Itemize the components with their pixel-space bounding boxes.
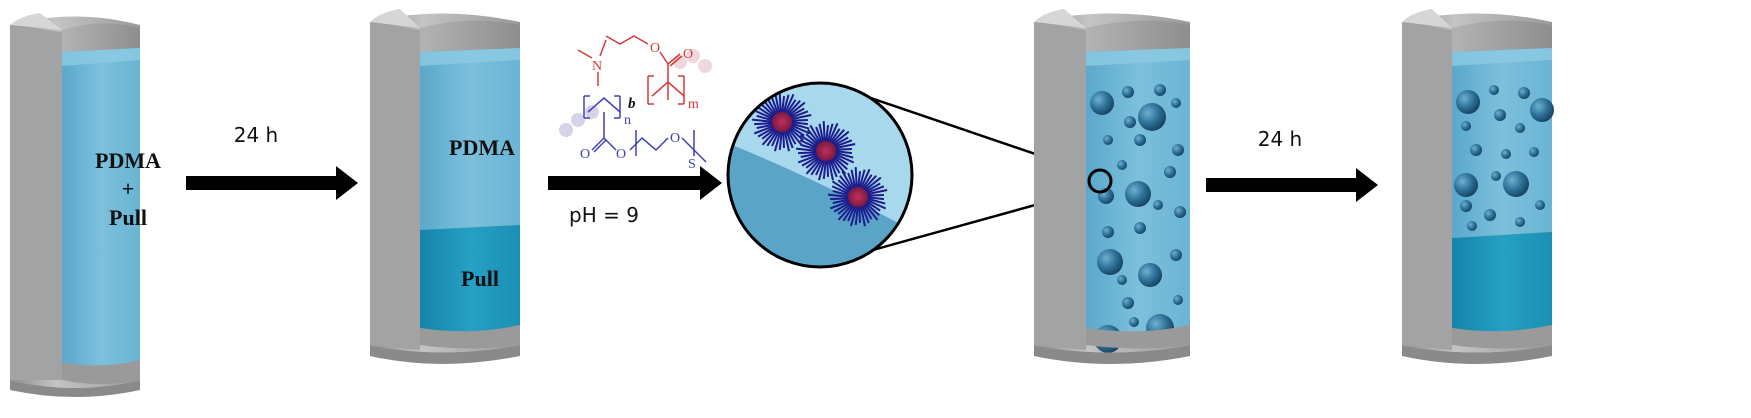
droplet (1134, 134, 1146, 146)
droplet (1461, 121, 1471, 131)
droplet (1102, 226, 1114, 238)
liquid-pdma (420, 48, 520, 230)
droplet (1153, 200, 1163, 210)
subscript-s: S (688, 157, 696, 172)
micelles (751, 92, 888, 227)
droplet (1529, 147, 1539, 157)
label-plus: + (122, 176, 135, 201)
droplet (1501, 149, 1511, 159)
cylinder-4 (1402, 9, 1554, 364)
droplet (1530, 98, 1554, 122)
droplet (1138, 263, 1162, 287)
droplet (1125, 181, 1151, 207)
label-pdma-1: PDMA (95, 148, 161, 173)
droplet (1134, 222, 1146, 234)
droplet (1484, 209, 1496, 221)
droplet (1090, 91, 1114, 115)
label-pdma-2: PDMA (449, 135, 515, 160)
oxygen-carbonyl-bottom: O (580, 147, 590, 162)
nitrogen: N (592, 59, 602, 74)
label-pull-2: Pull (461, 266, 499, 291)
droplet (1491, 171, 1501, 181)
magnify-marker (1087, 168, 1113, 194)
droplet (1489, 85, 1499, 95)
droplet (1173, 295, 1183, 305)
droplet (1515, 217, 1525, 227)
block-copolymer-structure: n b O O O S m O O N (559, 35, 712, 172)
liquid-lower (1452, 232, 1552, 332)
droplet (1164, 166, 1176, 178)
cylinder-3 (1034, 9, 1190, 364)
micelle (795, 121, 856, 181)
droplet (1124, 116, 1136, 128)
droplet (1515, 123, 1525, 133)
subscript-n: n (624, 113, 631, 128)
droplet (1117, 160, 1127, 170)
droplet (1174, 206, 1186, 218)
zoom-circle (726, 81, 1101, 269)
arrow-2-label: pH = 9 (569, 203, 639, 227)
droplet (1171, 98, 1181, 108)
droplet (1456, 90, 1480, 114)
droplet (1154, 84, 1166, 96)
droplet (1460, 200, 1472, 212)
arrow-1: 24 h (186, 123, 358, 200)
droplet (1103, 135, 1113, 145)
droplets-upper (1454, 85, 1554, 231)
arrow-1-label: 24 h (234, 123, 278, 147)
droplet (1454, 173, 1478, 197)
micelle (751, 92, 812, 152)
droplet (1170, 249, 1182, 261)
droplet (1097, 249, 1123, 275)
label-pull-1: Pull (109, 205, 147, 230)
liquid-mixed (62, 48, 140, 366)
oxygen-ester: O (616, 147, 626, 162)
droplet (1129, 317, 1139, 327)
subscript-m: m (688, 97, 699, 112)
droplet (1494, 109, 1506, 121)
arrow-3: 24 h (1206, 127, 1378, 202)
droplet (1467, 221, 1477, 231)
block-marker: b (628, 96, 636, 112)
arrow-2: pH = 9 (548, 166, 722, 227)
droplet (1138, 103, 1166, 131)
micelle (827, 167, 888, 227)
liquid-pull (420, 225, 520, 332)
droplet (1122, 297, 1134, 309)
droplet (1503, 171, 1529, 197)
cylinder-1: PDMA + Pull (10, 13, 161, 397)
droplet (1172, 144, 1184, 156)
droplet (1470, 144, 1482, 156)
oxygen-carbonyl-top: O (683, 47, 693, 62)
droplet (1518, 87, 1530, 99)
oxygen-top: O (650, 41, 660, 56)
oxygen-ether: O (670, 131, 680, 146)
droplet (1117, 275, 1127, 285)
cylinder-2: PDMA Pull (370, 9, 520, 364)
arrow-3-label: 24 h (1258, 127, 1302, 151)
droplet (1535, 200, 1545, 210)
droplet (1122, 86, 1134, 98)
